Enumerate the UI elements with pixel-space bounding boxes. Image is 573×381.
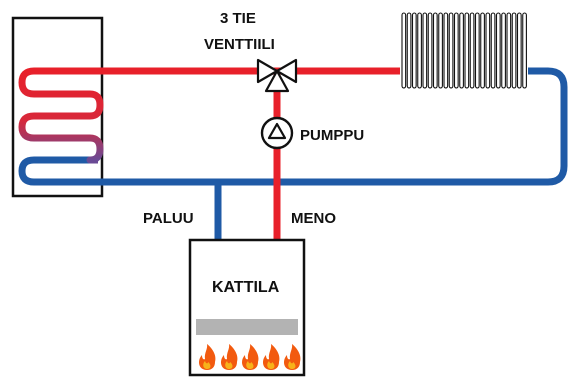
three-way-valve-icon (256, 58, 298, 93)
burner-bar (196, 319, 298, 335)
return-label: PALUU (143, 210, 194, 227)
return-pipe (18, 67, 568, 240)
pump-icon (260, 116, 294, 150)
radiator-icon (401, 12, 527, 89)
boiler-label: KATTILA (212, 279, 280, 296)
pump-label: PUMPPU (300, 127, 364, 144)
storage-tank (11, 16, 104, 198)
supply-pipe (98, 67, 400, 240)
tank-coil (18, 67, 104, 164)
valve-label-line1: 3 TIE (220, 10, 256, 27)
valve-label-line2: VENTTIILI (204, 36, 275, 53)
supply-label: MENO (291, 210, 336, 227)
